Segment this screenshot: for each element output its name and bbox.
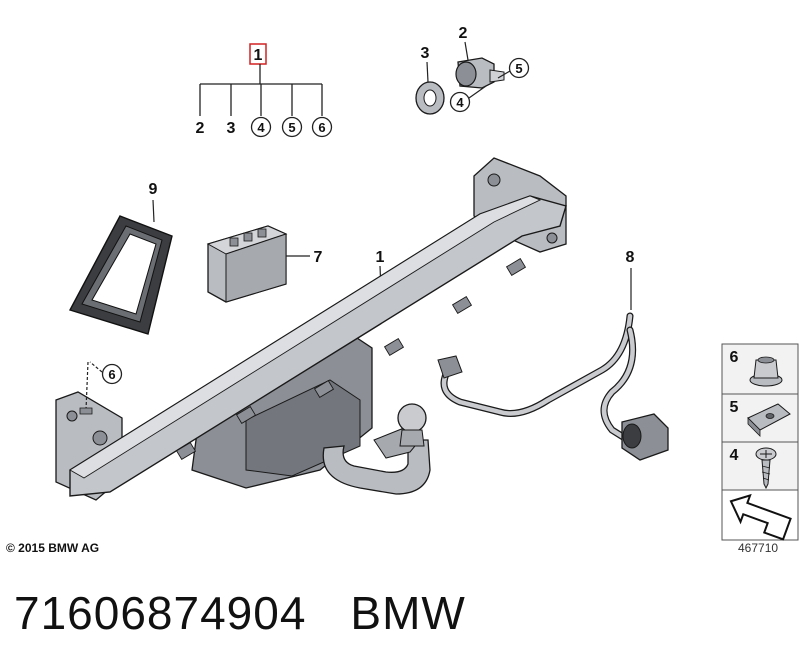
bolt-callout-group: 6 [79,361,123,415]
legend-column: 6 5 4 [721,343,799,541]
figure-number: 467710 [738,541,779,555]
callout-sensor-4[interactable]: 4 [456,95,464,110]
group-tree: 1 2 3 4 5 6 [196,43,333,138]
footer-part-number: 71606874904 BMW [14,586,510,640]
screw-icon [755,447,777,490]
part-number: 71606874904 [14,587,307,639]
callout-sensor-5[interactable]: 5 [515,61,522,76]
frame-part[interactable]: 9 [68,181,173,335]
callout-sensor-2[interactable]: 2 [459,25,468,42]
harness-part[interactable]: 8 [437,249,669,461]
tow-ball[interactable] [397,403,427,433]
group-item-2[interactable]: 2 [196,120,205,137]
callout-top-header[interactable]: 1 [254,47,263,64]
module-part[interactable]: 7 [206,225,323,303]
group-item-3[interactable]: 3 [227,120,236,137]
callout-module-7[interactable]: 7 [314,249,323,266]
callout-frame-9[interactable]: 9 [149,181,158,198]
tow-bar-part[interactable]: 1 [55,157,567,501]
flange-nut-icon [749,356,783,387]
highlight-box[interactable] [249,43,267,65]
group-item-6[interactable]: 6 [318,120,325,135]
clip-nut-icon [747,403,791,437]
callout-harness-8[interactable]: 8 [626,249,635,266]
brand-name: BMW [350,587,466,639]
group-item-5[interactable]: 5 [288,120,295,135]
legend-num-6[interactable]: 6 [730,349,739,366]
copyright-text: © 2015 BMW AG [6,541,100,555]
sensor-part[interactable] [455,57,505,89]
callout-bolt-6[interactable]: 6 [108,367,115,382]
arrow-marker-icon [729,493,792,541]
group-item-4[interactable]: 4 [257,120,265,135]
sensor-cluster: 2 3 5 4 [415,25,530,115]
legend-num-5[interactable]: 5 [730,399,739,416]
legend-num-4[interactable]: 4 [730,447,739,464]
callout-bar-1[interactable]: 1 [376,249,385,266]
callout-sensor-3[interactable]: 3 [421,45,430,62]
